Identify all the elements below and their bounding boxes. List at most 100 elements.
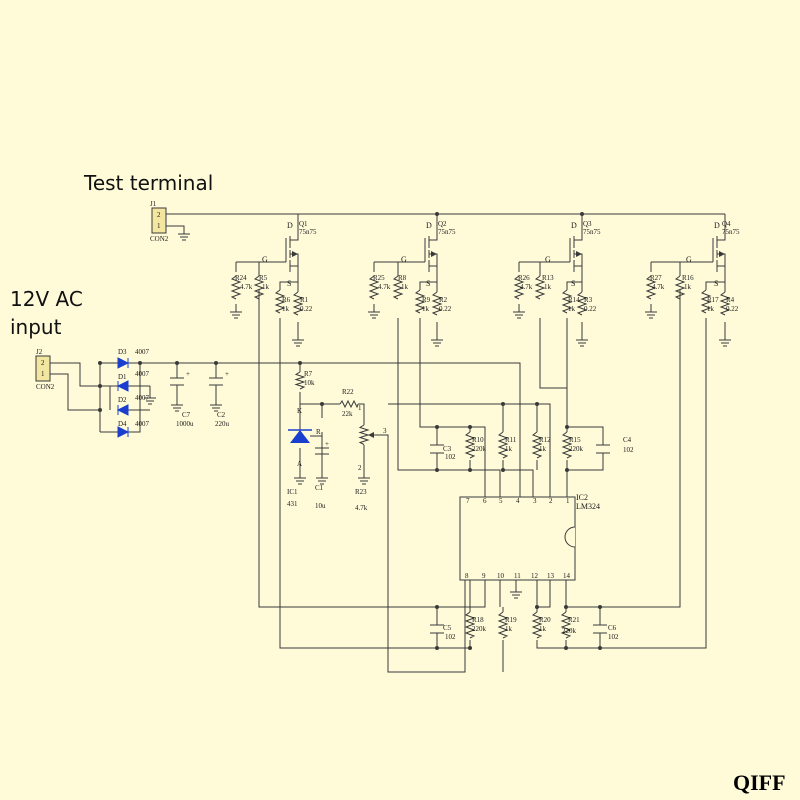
q2-ref: Q2 [438, 220, 447, 228]
r25-ref: R25 [373, 274, 385, 282]
q4-part: 75n75 [722, 228, 740, 236]
j2-pin2: 2 [41, 359, 45, 367]
test-terminal-label: Test terminal [83, 171, 213, 195]
c3-value: 102 [445, 453, 456, 461]
ic2-pin12: 12 [531, 572, 539, 580]
q3-part: 75n75 [583, 228, 601, 236]
ic2-ref: IC2 [576, 493, 588, 502]
ic2-pin7: 7 [466, 497, 470, 505]
d1-ref: D1 [118, 373, 127, 381]
r18-ref: R18 [472, 616, 484, 624]
c1-value: 10u [315, 502, 326, 510]
r8-ref: R8 [398, 274, 407, 282]
r11-ref: R11 [505, 436, 517, 444]
r27-value: 4.7k [652, 283, 665, 291]
r17-value: 1k [707, 305, 715, 313]
q2-part: 75n75 [438, 228, 456, 236]
filter-capacitors: ++ C7 1000u C2 220u [170, 361, 230, 428]
mosfet-stage-3: D G S Q3 75n75 R26 4.7k R13 1k R14 1k R3… [513, 214, 601, 347]
r4-ref: R4 [726, 296, 735, 304]
r23-ref: R23 [355, 488, 367, 496]
d3-value: 4007 [135, 348, 150, 356]
ic2-pin3: 3 [533, 497, 537, 505]
r27-ref: R27 [650, 274, 662, 282]
r9-value: 1k [422, 305, 430, 313]
r24-ref: R24 [235, 274, 247, 282]
mosfet-stage-4: D G S Q4 75n75 R27 4.7k R16 1k R17 1k R4… [645, 214, 740, 347]
q4-s: S [714, 279, 718, 288]
j1-pin1: 1 [157, 222, 161, 230]
q4-ref: Q4 [722, 220, 731, 228]
q3-ref: Q3 [583, 220, 592, 228]
c4-ref: C4 [623, 436, 632, 444]
q2-d: D [426, 221, 432, 230]
r22-value: 22k [342, 410, 353, 418]
r23-value: 4.7k [355, 504, 368, 512]
pot-pin2: 2 [358, 464, 362, 472]
mosfet-stage-2: D G S Q2 75n75 R25 4.7k R8 1k R9 1k R2 0… [368, 214, 456, 347]
r20-value: 1k [539, 625, 547, 633]
r9-ref: R9 [422, 296, 431, 304]
ic2-pin4: 4 [516, 497, 520, 505]
r19-ref: R19 [505, 616, 517, 624]
c5-value: 102 [445, 633, 456, 641]
ic2-pin9: 9 [482, 572, 486, 580]
r6-value: 1k [282, 305, 290, 313]
r18-value: 220k [472, 625, 487, 633]
ic2-pin10: 10 [497, 572, 505, 580]
ic1-r: R [316, 428, 321, 436]
ic2-pin5: 5 [499, 497, 503, 505]
r16-ref: R16 [682, 274, 694, 282]
r11-value: 1k [505, 445, 513, 453]
r12-ref: R12 [539, 436, 551, 444]
feedback-bottom: C5 102 C6 102 R18 220k R19 1k R20 1k R21… [258, 290, 707, 672]
j1-pin2: 2 [157, 211, 161, 219]
q4-d: D [714, 221, 720, 230]
r4-value: 0.22 [726, 305, 739, 313]
c5-ref: C5 [443, 624, 452, 632]
d2-ref: D2 [118, 396, 127, 404]
j2-type: CON2 [36, 383, 55, 391]
d1-value: 4007 [135, 370, 150, 378]
r13-value: 1k [544, 283, 552, 291]
r10-ref: R10 [472, 436, 484, 444]
ic1-a: A [297, 460, 302, 468]
c2-value: 220u [215, 420, 230, 428]
mosfet-stage-1: D G S Q1 75n75 R24 4.7k R5 1k R6 1k R1 0… [230, 214, 317, 347]
ic1-value: 431 [287, 500, 298, 508]
diode-d2-symbol [116, 404, 129, 416]
j1-ref: J1 [150, 200, 157, 208]
feedback-top: C3 102 C4 102 R10 220k R11 1k R12 1k R15… [388, 318, 634, 497]
diode-d4-symbol [117, 426, 130, 438]
c6-value: 102 [608, 633, 619, 641]
c7-value: 1000u [176, 420, 194, 428]
ic2-pin6: 6 [483, 497, 487, 505]
r19-value: 1k [505, 625, 513, 633]
c3-ref: C3 [443, 445, 452, 453]
q1-g: G [262, 255, 268, 264]
r24-value: 4.7k [240, 283, 253, 291]
r15-ref: R15 [569, 436, 581, 444]
q2-s: S [426, 279, 430, 288]
r21-ref: R21 [568, 616, 580, 624]
r13-ref: R13 [542, 274, 554, 282]
q1-ref: Q1 [299, 220, 308, 228]
ac-input-label-line1: 12V AC [10, 287, 83, 311]
connector-j2: J2 2 1 CON2 [35, 348, 118, 411]
r12-value: 1k [539, 445, 547, 453]
watermark: QIFF [733, 770, 786, 795]
r26-ref: R26 [518, 274, 530, 282]
d4-value: 4007 [135, 420, 150, 428]
q3-g: G [545, 255, 551, 264]
ic1-ref: IC1 [287, 488, 298, 496]
d2-value: 4007 [135, 394, 150, 402]
bridge-rectifier: D3 4007 D1 4007 D2 4007 D4 4007 [98, 348, 300, 438]
pot-pin1: 1 [358, 404, 362, 412]
r21-value: 220k [562, 627, 577, 635]
diode-d1-symbol [116, 380, 129, 392]
q3-s: S [571, 279, 575, 288]
svg-text:+: + [186, 370, 190, 378]
ic2-pin2: 2 [549, 497, 553, 505]
r15-value: 220k [569, 445, 584, 453]
c1-ref: C1 [315, 484, 324, 492]
